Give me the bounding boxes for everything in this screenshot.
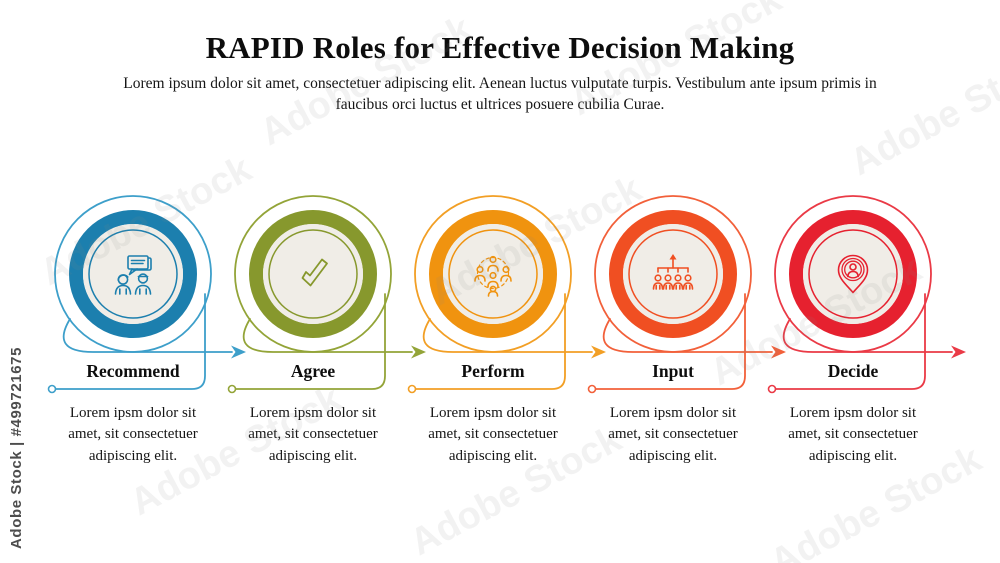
inner-outline <box>448 229 538 319</box>
arrowhead-icon <box>771 345 786 359</box>
connector-line <box>55 293 206 390</box>
org-chart-icon <box>650 251 696 297</box>
start-dot <box>587 384 597 394</box>
page-subtitle: Lorem ipsum dolor sit amet, consectetuer… <box>123 75 877 114</box>
color-ring <box>69 210 197 338</box>
page-title: RAPID Roles for Effective Decision Makin… <box>205 30 795 65</box>
loop-shape <box>587 195 786 394</box>
step-description: Lorem ipsm dolor sit amet, sit consectet… <box>428 405 558 464</box>
arrow-line <box>422 318 593 353</box>
start-dot <box>227 384 237 394</box>
color-ring <box>249 210 377 338</box>
step-description: Lorem ipsm dolor sit amet, sit consectet… <box>68 405 198 464</box>
step-input: Input Lorem ipsm dolor sit amet, sit con… <box>583 190 786 490</box>
arrow-line <box>242 318 413 353</box>
color-ring <box>789 210 917 338</box>
step-perform: Perform Lorem ipsm dolor sit amet, sit c… <box>403 190 606 490</box>
loop-shape <box>47 195 246 394</box>
inner-disc <box>623 224 723 324</box>
connector-line <box>235 293 386 390</box>
arrow-line <box>602 318 773 353</box>
connector-line <box>775 293 926 390</box>
arrow-line <box>782 318 953 353</box>
color-ring <box>429 210 557 338</box>
step-label: Recommend <box>86 361 180 381</box>
connector-line <box>415 293 566 390</box>
step-label: Agree <box>290 361 336 381</box>
inner-disc <box>263 224 363 324</box>
arrowhead-icon <box>411 345 426 359</box>
inner-outline <box>268 229 358 319</box>
checkmark-icon <box>290 251 336 297</box>
step-agree: Agree Lorem ipsm dolor sit amet, sit con… <box>223 190 426 490</box>
arrowhead-icon <box>591 345 606 359</box>
loop-shape <box>407 195 606 394</box>
step-description: Lorem ipsm dolor sit amet, sit consectet… <box>788 405 918 464</box>
step-description: Lorem ipsm dolor sit amet, sit consectet… <box>248 405 378 464</box>
inner-disc <box>803 224 903 324</box>
team-circle-icon <box>470 251 516 297</box>
arrowhead-icon <box>231 345 246 359</box>
inner-disc <box>83 224 183 324</box>
arrowhead-icon <box>951 345 966 359</box>
step-label: Input <box>652 361 694 381</box>
inner-disc <box>443 224 543 324</box>
start-dot <box>767 384 777 394</box>
loop-shape <box>227 195 426 394</box>
stock-id-watermark: Adobe Stock | #499721675 <box>8 346 25 549</box>
connector-line <box>595 293 746 390</box>
arrow-line <box>62 318 233 353</box>
conversation-icon <box>110 251 156 297</box>
step-label: Decide <box>827 361 879 381</box>
step-decide: Decide Lorem ipsm dolor sit amet, sit co… <box>763 190 966 490</box>
person-pin-icon <box>830 251 876 297</box>
inner-outline <box>628 229 718 319</box>
start-dot <box>407 384 417 394</box>
inner-outline <box>88 229 178 319</box>
step-recommend: Recommend Lorem ipsm dolor sit amet, sit… <box>43 190 246 490</box>
color-ring <box>609 210 737 338</box>
start-dot <box>47 384 57 394</box>
step-description: Lorem ipsm dolor sit amet, sit consectet… <box>608 405 738 464</box>
inner-outline <box>808 229 898 319</box>
loop-shape <box>767 195 966 394</box>
step-label: Perform <box>461 361 525 381</box>
